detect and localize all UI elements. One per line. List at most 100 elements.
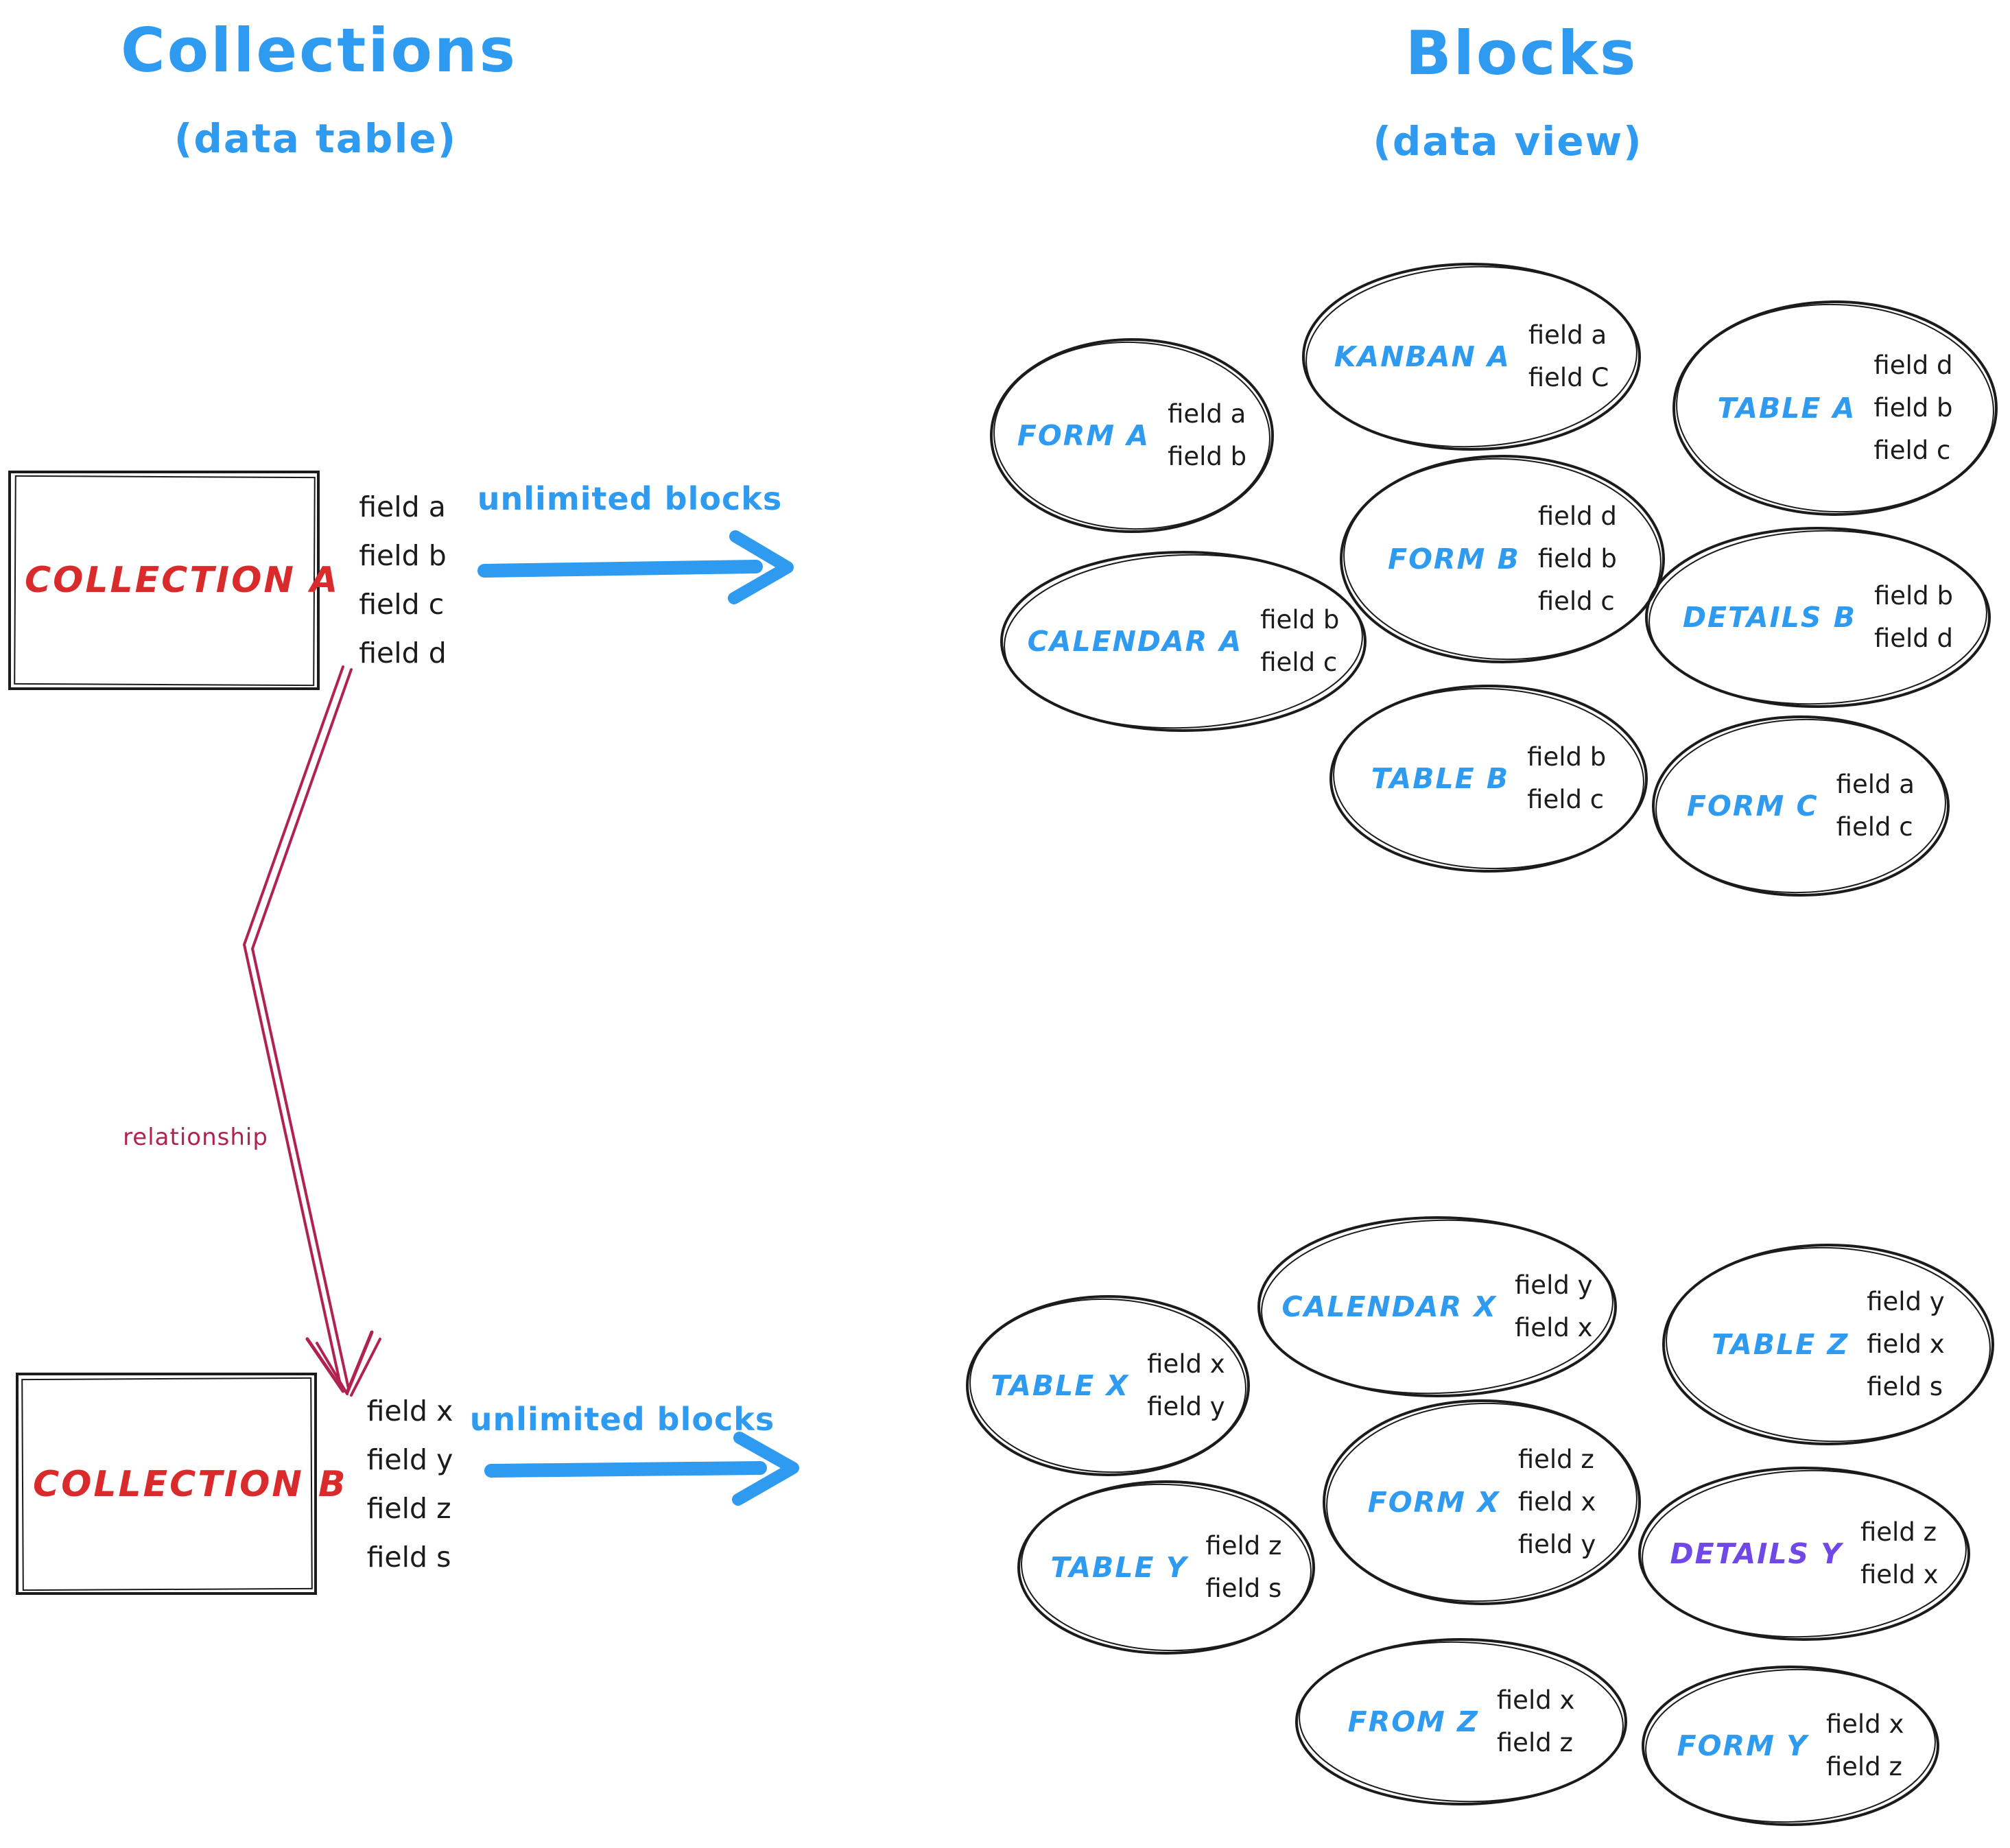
collection-b-name: COLLECTION B [33,1464,348,1505]
field: field a [359,490,446,523]
field: field x [1825,1709,1904,1739]
field: field s [1205,1574,1282,1603]
block-fields: field z field x field y [1518,1438,1596,1566]
unlimited-blocks-arrow-top [477,530,794,604]
block-fields: field z field s [1205,1525,1281,1610]
field: field y [1515,1270,1593,1300]
block-table-a: TABLE A field d field b field c [1674,302,1996,514]
field: field a [1528,320,1607,350]
field: field y [1517,1530,1596,1559]
block-fields: field b field d [1874,575,1953,660]
calendar-x-ellipse [1257,1216,1617,1397]
field: field z [366,1492,451,1525]
collection-b-fields: field x field y field z field s [367,1387,453,1582]
block-fields: field x field y [1147,1343,1225,1428]
field: field b [1168,442,1247,471]
details-y-ellipse [1638,1467,1970,1641]
field: field x [1860,1560,1939,1589]
field: field a [1168,399,1246,429]
table-x-ellipse [966,1295,1250,1476]
field: field z [1860,1517,1937,1547]
block-fields: field b field c [1527,736,1606,821]
block-name: KANBAN A [1334,340,1511,373]
block-form-y: FORM Y field x field z [1643,1667,1938,1825]
block-name: DETAILS Y [1670,1537,1843,1570]
field: field z [1496,1728,1573,1757]
block-kanban-a: KANBAN A field a field C [1303,264,1640,449]
table-b-ellipse [1329,685,1648,873]
field: field b [1873,393,1953,423]
collections-title: Collections [121,15,517,86]
block-name: FORM B [1388,543,1520,576]
form-c-ellipse [1652,715,1950,897]
block-form-b: FORM B field d field b field c [1341,456,1664,662]
field: field x [366,1395,453,1428]
unlimited-blocks-label-bottom: unlimited blocks [469,1401,775,1438]
block-table-y: TABLE Y field z field s [1019,1482,1314,1653]
field: field y [1867,1287,1945,1316]
field: field x [1147,1349,1225,1379]
field: field b [1537,544,1617,573]
blocks-title: Blocks [1405,18,1638,88]
block-fields: field x field z [1826,1703,1904,1788]
block-name: CALENDAR A [1027,625,1243,658]
block-name: TABLE X [991,1369,1130,1402]
field: field s [366,1541,451,1574]
field: field d [1873,351,1953,380]
block-fields: field b field c [1260,599,1339,684]
block-fields: field z field x [1860,1511,1939,1596]
field: field c [1537,587,1615,616]
block-fields: field a field b [1168,393,1246,478]
field: field z [1205,1531,1282,1561]
collection-a: COLLECTION A field a field b field c fie… [25,480,447,680]
field: field b [359,539,447,572]
collection-a-name: COLLECTION A [25,560,340,601]
block-name: FORM A [1017,419,1150,452]
field: field d [1537,501,1617,531]
block-fields: field x field z [1497,1679,1575,1764]
collection-b-box [16,1373,317,1595]
field: field y [1147,1392,1225,1421]
field: field c [1527,785,1605,814]
blocks-subtitle: (data view) [1373,118,1643,165]
calendar-a-ellipse [1000,551,1367,732]
field: field y [366,1443,453,1476]
form-b-ellipse [1340,455,1665,663]
block-form-a: FORM A field a field b [991,340,1273,532]
block-calendar-a: CALENDAR A field b field c [1002,552,1365,731]
field: field d [1873,624,1954,653]
field: field s [1867,1372,1943,1401]
block-fields: field a field c [1836,763,1915,849]
field: field c [1836,812,1913,842]
block-name: TABLE A [1717,392,1856,425]
block-table-b: TABLE B field b field c [1331,686,1646,871]
relationship-label: relationship [123,1124,268,1151]
block-name: FORM X [1367,1486,1500,1519]
block-name: FORM Y [1677,1729,1808,1762]
block-name: CALENDAR X [1281,1290,1497,1323]
block-form-c: FORM C field a field c [1653,717,1948,895]
field: field d [359,637,447,670]
form-a-ellipse [990,338,1274,533]
relationship-arrow [242,665,381,1397]
kanban-a-ellipse [1302,263,1641,451]
field: field a [1836,770,1915,799]
field: field b [1260,605,1340,635]
block-name: TABLE B [1371,762,1510,795]
field: field x [1515,1313,1593,1342]
field: field b [1527,742,1607,772]
field: field c [1260,648,1338,677]
block-details-b: DETAILS B field b field d [1646,528,1989,707]
block-fields: field y field x [1515,1264,1593,1349]
collections-subtitle: (data table) [174,115,458,162]
field: field b [1873,581,1954,611]
block-name: TABLE Z [1712,1328,1849,1361]
block-name: TABLE Y [1050,1551,1188,1584]
table-z-ellipse [1662,1244,1994,1445]
field: field x [1496,1685,1575,1715]
block-name: FORM C [1687,790,1819,822]
block-name: FROM Z [1347,1705,1479,1738]
field: field c [1873,436,1951,465]
